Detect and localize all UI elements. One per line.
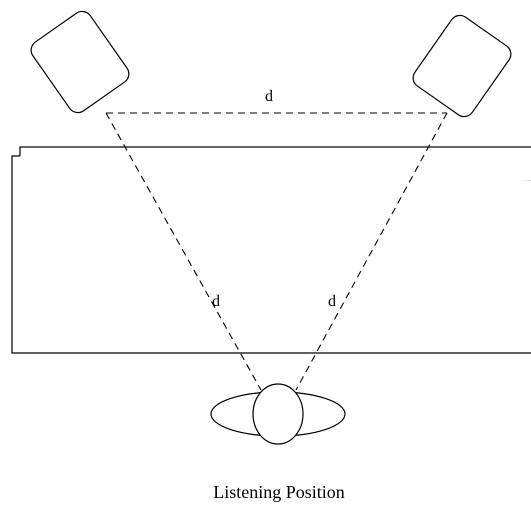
distance-label-top: d <box>265 88 273 105</box>
listener-head <box>252 383 304 445</box>
distance-label-left: d <box>212 293 220 310</box>
desk-body <box>11 155 531 354</box>
listening-position-caption: Listening Position <box>213 482 345 502</box>
left-speaker <box>30 10 130 114</box>
listener <box>210 383 346 445</box>
left-distance-line <box>105 112 262 391</box>
distance-label-right: d <box>328 293 336 310</box>
right-distance-line <box>295 112 448 391</box>
right-speaker <box>412 14 512 118</box>
